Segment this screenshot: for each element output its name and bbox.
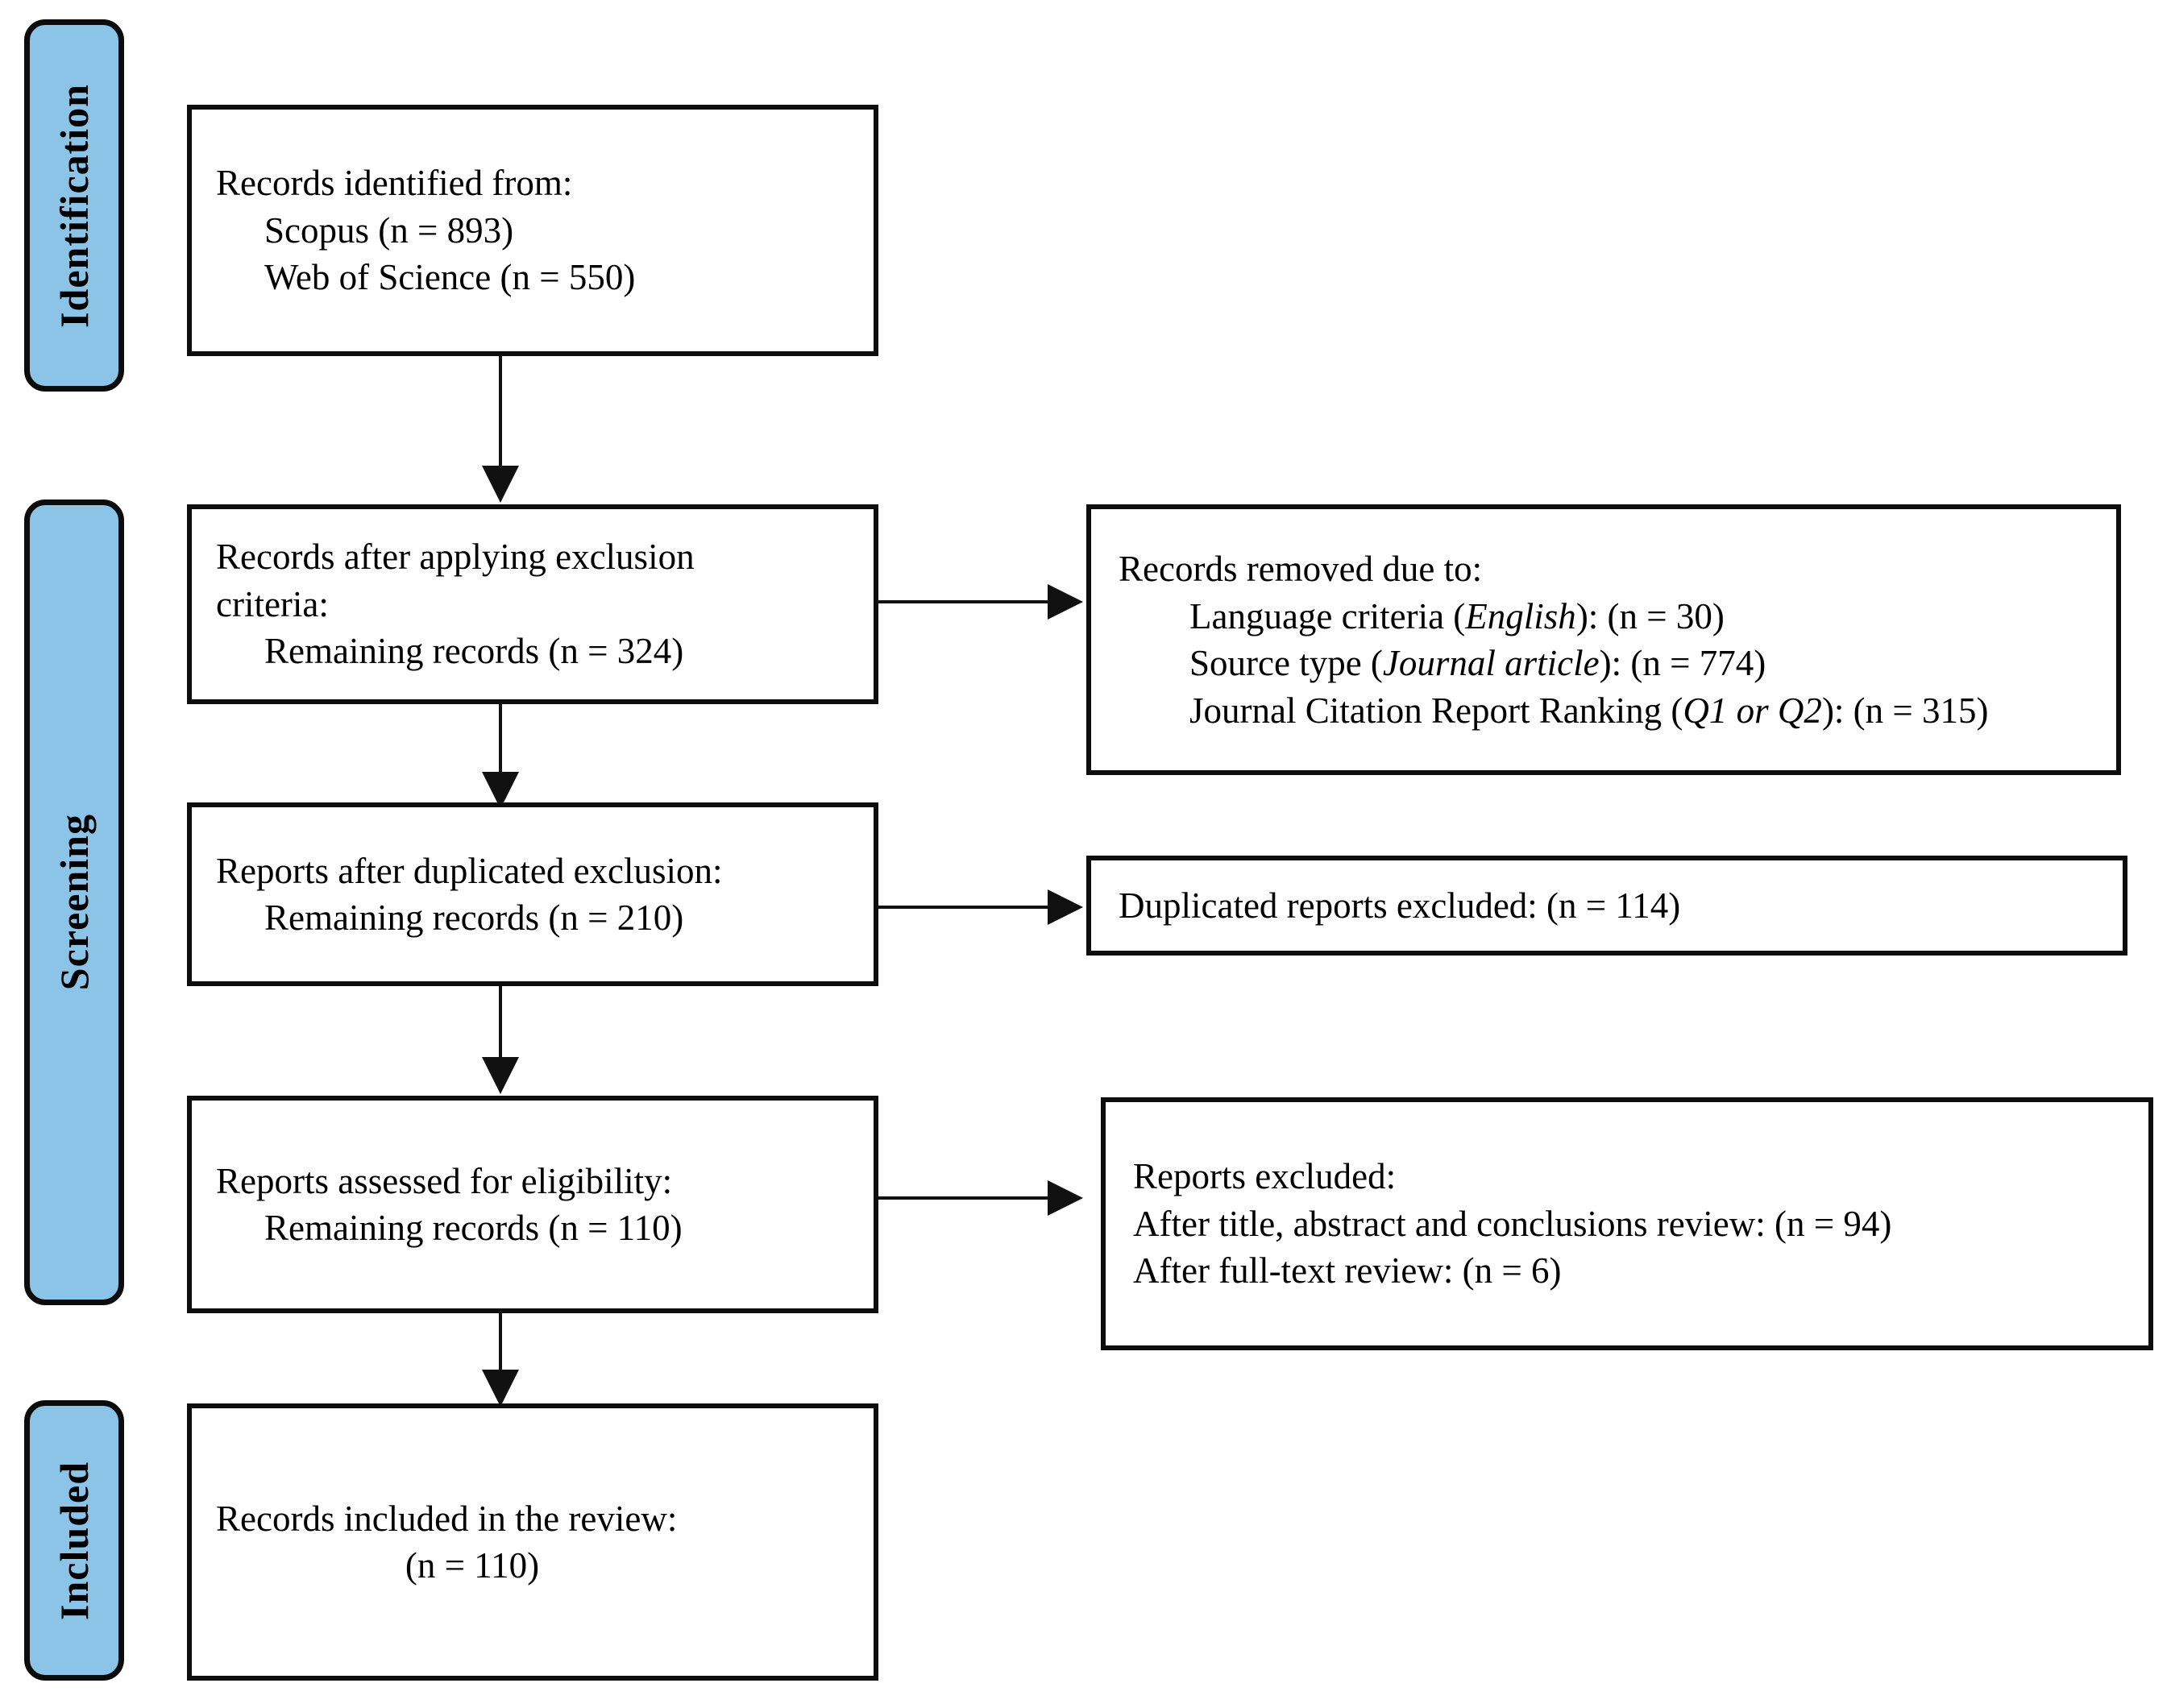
box-records-identified: Records identified from: Scopus (n = 893… <box>187 105 878 356</box>
reports-after-duplicates-line-2: Remaining records (n = 210) <box>264 898 684 938</box>
records-removed-item-2: Source type (Journal article): (n = 774) <box>1119 640 2089 687</box>
box-reports-after-duplicates: Reports after duplicated exclusion: Rema… <box>187 802 878 986</box>
records-removed-item-3-post: ): (n = 315) <box>1821 690 1989 731</box>
connector-line <box>499 704 502 794</box>
records-removed-item-3-pre: Journal Citation Report Ranking ( <box>1189 690 1683 731</box>
records-removed-item-1-post: ): (n = 30) <box>1575 595 1725 636</box>
arrow-head-down <box>482 466 519 503</box>
records-removed-item-2-pre: Source type ( <box>1189 643 1383 683</box>
records-included-line-1: Records included in the review: <box>216 1498 678 1539</box>
reports-eligibility-line-1: Reports assessed for eligibility: <box>216 1160 673 1201</box>
records-removed-item-1: Language criteria (English): (n = 30) <box>1119 593 2089 640</box>
records-removed-item-3: Journal Citation Report Ranking (Q1 or Q… <box>1119 687 2089 735</box>
connector-line <box>878 600 1054 603</box>
box-records-included: Records included in the review: (n = 110… <box>187 1403 878 1681</box>
records-removed-item-2-post: ): (n = 774) <box>1599 643 1766 683</box>
records-after-exclusion-line-3: Remaining records (n = 324) <box>264 631 684 672</box>
box-reports-eligibility: Reports assessed for eligibility: Remain… <box>187 1096 878 1313</box>
records-removed-item-2-em: Journal article <box>1382 643 1600 683</box>
records-included-line-2: (n = 110) <box>405 1545 540 1586</box>
records-identified-line-2: Scopus (n = 893) <box>264 209 514 251</box>
stage-tab-identification: Identification <box>24 19 124 392</box>
records-removed-item-1-em: English <box>1465 595 1576 636</box>
records-removed-item-3-em: Q1 or Q2 <box>1683 690 1822 731</box>
connector-line <box>878 1196 1054 1200</box>
records-identified-line-1: Records identified from: <box>216 163 573 204</box>
reports-excluded-line-3: After full-text review: (n = 6) <box>1133 1250 1562 1291</box>
reports-after-duplicates-line-1: Reports after duplicated exclusion: <box>216 850 723 891</box>
connector-line <box>499 1313 502 1415</box>
box-records-after-exclusion: Records after applying exclusion criteri… <box>187 504 878 704</box>
records-after-exclusion-line-1: Records after applying exclusion <box>216 537 695 578</box>
reports-eligibility-line-2: Remaining records (n = 110) <box>264 1208 683 1248</box>
arrow-head-down <box>482 1370 519 1407</box>
records-removed-item-1-pre: Language criteria ( <box>1189 595 1466 636</box>
arrow-head-right <box>1048 889 1083 925</box>
reports-excluded-line-1: Reports excluded: <box>1133 1156 1397 1197</box>
box-reports-excluded: Reports excluded: After title, abstract … <box>1101 1097 2153 1350</box>
records-after-exclusion-line-2: criteria: <box>216 583 329 624</box>
connector-line <box>878 906 1054 909</box>
connector-line <box>499 986 502 1080</box>
records-identified-line-3: Web of Science (n = 550) <box>264 257 636 298</box>
box-records-removed: Records removed due to: Language criteri… <box>1086 504 2121 775</box>
records-removed-heading: Records removed due to: <box>1119 549 1483 589</box>
connector-line <box>499 356 502 479</box>
stage-tab-included: Included <box>24 1400 124 1681</box>
box-duplicates-excluded: Duplicated reports excluded: (n = 114) <box>1086 856 2127 956</box>
reports-excluded-line-2: After title, abstract and conclusions re… <box>1133 1203 1892 1244</box>
arrow-head-right <box>1048 1180 1083 1216</box>
arrow-head-down <box>482 1057 519 1094</box>
duplicates-excluded-line-1: Duplicated reports excluded: (n = 114) <box>1119 885 1681 926</box>
arrow-head-right <box>1048 584 1083 620</box>
stage-tab-screening: Screening <box>24 500 124 1305</box>
